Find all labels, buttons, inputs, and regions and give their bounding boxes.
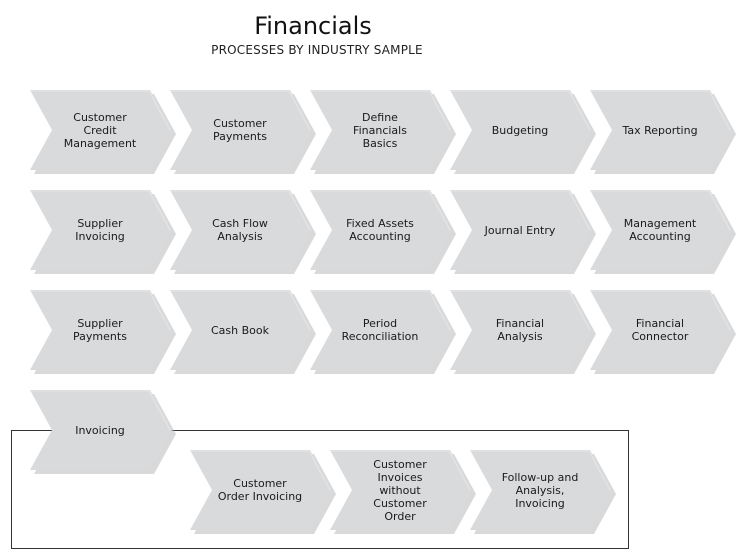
process-label: Financial Analysis <box>495 317 545 343</box>
process-label: Budgeting <box>491 123 549 137</box>
chevron-shape <box>450 190 596 274</box>
process-label: Customer Order Invoicing <box>217 477 303 503</box>
process-chevron-cash-flow-analysis[interactable]: Cash Flow Analysis <box>170 190 316 274</box>
process-label: Define Financials Basics <box>353 110 407 150</box>
chevron-shape <box>30 390 176 474</box>
chevron-shape <box>30 290 176 374</box>
process-chevron-cash-book[interactable]: Cash Book <box>170 290 316 374</box>
process-chevron-define-financials-basics[interactable]: Define Financials Basics <box>310 90 456 174</box>
process-chevron-customer-credit-management[interactable]: Customer Credit Management <box>30 90 176 174</box>
subprocess-chevron-customer-order-invoicing[interactable]: Customer Order Invoicing <box>190 450 336 534</box>
diagram-subtitle: PROCESSES BY INDUSTRY SAMPLE <box>211 43 423 57</box>
chevron-shape <box>310 190 456 274</box>
process-chevron-supplier-payments[interactable]: Supplier Payments <box>30 290 176 374</box>
process-chevron-journal-entry[interactable]: Journal Entry <box>450 190 596 274</box>
chevron-shape <box>330 450 476 534</box>
process-label: Follow-up and Analysis, Invoicing <box>501 470 579 510</box>
subprocess-chevron-customer-invoices-without-order[interactable]: Customer Invoices without Customer Order <box>330 450 476 534</box>
process-chevron-customer-payments[interactable]: Customer Payments <box>170 90 316 174</box>
process-label: Invoicing <box>75 423 125 437</box>
chevron-shape <box>450 290 596 374</box>
process-chevron-financial-connector[interactable]: Financial Connector <box>590 290 736 374</box>
process-chevron-budgeting[interactable]: Budgeting <box>450 90 596 174</box>
process-label: Customer Invoices without Customer Order <box>373 457 427 523</box>
chevron-shape <box>590 290 736 374</box>
process-label: Financial Connector <box>631 317 689 343</box>
chevron-shape <box>310 290 456 374</box>
subprocess-chevron-follow-up-and-analysis-invoicing[interactable]: Follow-up and Analysis, Invoicing <box>470 450 616 534</box>
process-label: Journal Entry <box>484 223 556 237</box>
chevron-shape <box>170 190 316 274</box>
process-label: Tax Reporting <box>622 123 698 137</box>
process-label: Cash Flow Analysis <box>212 217 268 243</box>
process-label: Fixed Assets Accounting <box>346 217 414 243</box>
process-chevron-financial-analysis[interactable]: Financial Analysis <box>450 290 596 374</box>
process-chevron-fixed-assets-accounting[interactable]: Fixed Assets Accounting <box>310 190 456 274</box>
chevron-shape <box>590 190 736 274</box>
chevron-shape <box>170 290 316 374</box>
process-chevron-invoicing[interactable]: Invoicing <box>30 390 176 474</box>
process-label: Cash Book <box>211 323 269 337</box>
process-chevron-period-reconciliation[interactable]: Period Reconciliation <box>310 290 456 374</box>
process-label: Customer Payments <box>213 117 267 143</box>
chevron-shape <box>310 90 456 174</box>
process-chevron-management-accounting[interactable]: Management Accounting <box>590 190 736 274</box>
process-label: Supplier Invoicing <box>75 217 125 243</box>
chevron-shape <box>190 450 336 534</box>
chevron-shape <box>170 90 316 174</box>
process-label: Supplier Payments <box>73 317 127 343</box>
chevron-shape <box>30 90 176 174</box>
chevron-shape <box>30 190 176 274</box>
process-chevron-tax-reporting[interactable]: Tax Reporting <box>590 90 736 174</box>
diagram-title: Financials <box>254 12 372 40</box>
process-label: Period Reconciliation <box>341 317 419 343</box>
chevron-shape <box>590 90 736 174</box>
process-label: Customer Credit Management <box>63 110 137 150</box>
process-label: Management Accounting <box>623 217 697 243</box>
chevron-shape <box>450 90 596 174</box>
invoicing-subprocess-group <box>11 430 629 549</box>
chevron-shape <box>470 450 616 534</box>
process-chevron-supplier-invoicing[interactable]: Supplier Invoicing <box>30 190 176 274</box>
